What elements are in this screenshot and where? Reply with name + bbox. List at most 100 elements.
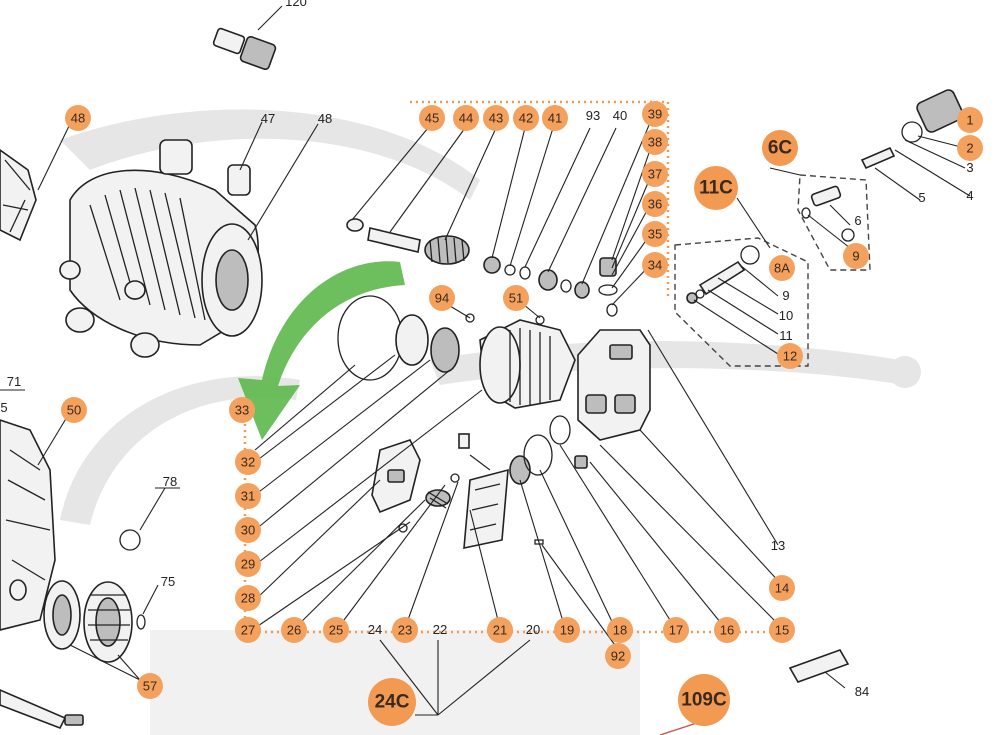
- callout-37-label: 37: [648, 167, 662, 182]
- callout-24c: 24C: [368, 678, 416, 726]
- callout-45: 45: [419, 105, 445, 131]
- callout-14-label: 14: [775, 581, 789, 596]
- callout-14: 14: [769, 575, 795, 601]
- callout-25: 25: [323, 617, 349, 643]
- callout-43: 43: [483, 105, 509, 131]
- bottom-shaft: [0, 689, 84, 730]
- label-93: 93: [586, 108, 600, 123]
- callout-35-label: 35: [648, 227, 662, 242]
- callout-48-fan: 48: [65, 105, 91, 131]
- callout-1-label: 1: [966, 113, 973, 128]
- group-11c: [674, 197, 809, 367]
- callout-12: 12: [777, 343, 803, 369]
- lower-parts: [371, 415, 588, 550]
- leaders-lower: [254, 299, 783, 716]
- callout-23: 23: [392, 617, 418, 643]
- label-40: 40: [613, 108, 627, 123]
- piston-group: [346, 117, 653, 299]
- label-71: 71: [7, 374, 21, 389]
- green-arrow: [238, 261, 405, 440]
- callout-8a: 8A: [769, 255, 795, 281]
- part-57-bearings: [43, 580, 141, 681]
- callout-39: 39: [642, 101, 668, 127]
- callout-94-label: 94: [435, 291, 449, 306]
- leader-109c: [659, 721, 701, 735]
- callout-27-label: 27: [241, 623, 255, 638]
- callout-9-6c: 9: [843, 243, 869, 269]
- label-5-left: 5: [0, 400, 7, 415]
- callout-18: 18: [607, 617, 633, 643]
- part-120-fitting: [212, 5, 283, 71]
- callout-29: 29: [235, 551, 261, 577]
- callout-38: 38: [642, 129, 668, 155]
- label-22: 22: [433, 622, 447, 637]
- label-78: 78: [163, 474, 177, 489]
- label-13: 13: [771, 538, 785, 553]
- callout-21: 21: [487, 617, 513, 643]
- callout-43-label: 43: [489, 111, 503, 126]
- label-20: 20: [526, 622, 540, 637]
- callout-16: 16: [714, 617, 740, 643]
- callout-32-label: 32: [241, 455, 255, 470]
- callout-17-label: 17: [669, 623, 683, 638]
- label-24: 24: [368, 622, 382, 637]
- callout-23-label: 23: [398, 623, 412, 638]
- callout-34: 34: [642, 252, 668, 278]
- callout-12-label: 12: [783, 349, 797, 364]
- callout-21-label: 21: [493, 623, 507, 638]
- callout-6c-label: 6C: [768, 138, 793, 159]
- callout-11c-label: 11C: [699, 178, 733, 199]
- callout-48-fan-label: 48: [71, 111, 85, 126]
- callout-2-label: 2: [966, 141, 973, 156]
- part-84: [788, 649, 850, 689]
- callout-92-label: 92: [611, 649, 625, 664]
- callout-33-label: 33: [235, 403, 249, 418]
- callout-9-6c-label: 9: [852, 249, 859, 264]
- label-47: 47: [261, 111, 275, 126]
- plain-labels: 120 47 48 93 40 3 4 5 6 9 10 11 13 71 78…: [0, 0, 973, 699]
- callout-57: 57: [137, 673, 163, 699]
- pump-housing-left: [0, 419, 56, 631]
- callout-45-label: 45: [425, 111, 439, 126]
- callout-8a-label: 8A: [774, 261, 790, 276]
- label-48: 48: [318, 111, 332, 126]
- callout-38-label: 38: [648, 135, 662, 150]
- label-10: 10: [779, 308, 793, 323]
- callout-15: 15: [769, 617, 795, 643]
- callout-1: 1: [957, 107, 983, 133]
- right-top-fitting: [860, 89, 971, 201]
- callout-44-label: 44: [459, 111, 473, 126]
- label-120: 120: [285, 0, 307, 9]
- leaders-left: [0, 123, 71, 466]
- callout-11c: 11C: [694, 166, 738, 210]
- label-84: 84: [855, 684, 869, 699]
- callout-6c: 6C: [762, 130, 798, 166]
- callout-31-label: 31: [241, 489, 255, 504]
- callout-25-label: 25: [329, 623, 343, 638]
- callout-18-label: 18: [613, 623, 627, 638]
- callout-30-label: 30: [241, 523, 255, 538]
- callout-50-label: 50: [67, 403, 81, 418]
- part-48-fan: [0, 149, 37, 242]
- callout-33: 33: [229, 397, 255, 423]
- callout-44: 44: [453, 105, 479, 131]
- callout-2: 2: [957, 135, 983, 161]
- callout-41-label: 41: [548, 111, 562, 126]
- group-6c: [769, 167, 871, 271]
- label-4: 4: [966, 188, 973, 203]
- callout-36: 36: [642, 191, 668, 217]
- callout-28: 28: [235, 585, 261, 611]
- callout-42: 42: [513, 105, 539, 131]
- label-11: 11: [779, 328, 793, 343]
- callout-37: 37: [642, 161, 668, 187]
- callout-31: 31: [235, 483, 261, 509]
- label-5: 5: [918, 190, 925, 205]
- callout-26: 26: [281, 617, 307, 643]
- label-75: 75: [161, 574, 175, 589]
- valve-parts: [598, 149, 651, 317]
- callout-34-label: 34: [648, 258, 662, 273]
- callout-19: 19: [554, 617, 580, 643]
- callout-30: 30: [235, 517, 261, 543]
- callout-57-label: 57: [143, 679, 157, 694]
